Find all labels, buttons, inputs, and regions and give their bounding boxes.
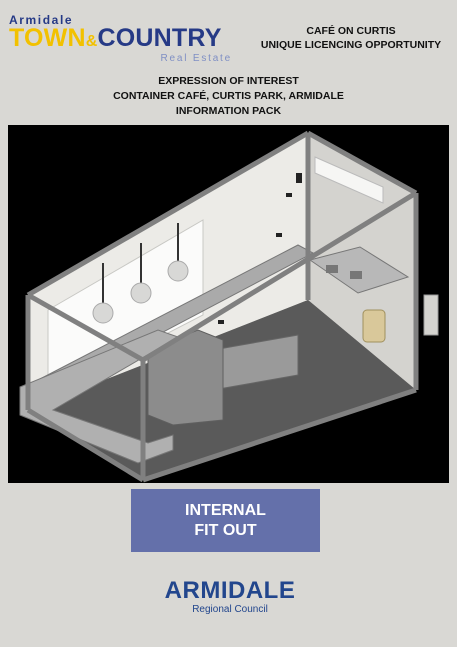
council-subtitle: Regional Council xyxy=(192,604,268,615)
section-banner: INTERNAL FIT OUT xyxy=(131,489,320,552)
section-banner-line1: INTERNAL xyxy=(185,501,266,519)
header-tagline-line2: UNIQUE LICENCING OPPORTUNITY xyxy=(260,39,442,51)
logo-country: COUNTRY xyxy=(97,24,222,52)
header-tagline: CAFÉ ON CURTIS UNIQUE LICENCING OPPORTUN… xyxy=(246,24,456,52)
sink-bench xyxy=(308,246,410,294)
logo-town-name: Armidale xyxy=(9,13,74,27)
armidale-council-logo: ARMIDALE Regional Council xyxy=(150,578,310,616)
document-title: EXPRESSION OF INTEREST CONTAINER CAFÉ, C… xyxy=(0,74,457,119)
document-title-line3: INFORMATION PACK xyxy=(175,105,282,117)
container-illustration xyxy=(8,125,449,483)
council-name: ARMIDALE xyxy=(164,577,296,604)
page-header: Armidale TOWN&COUNTRY Real Estate CAFÉ O… xyxy=(0,0,457,125)
container-fitout-render xyxy=(8,125,449,483)
section-banner-line2: FIT OUT xyxy=(194,521,257,539)
tall-unit xyxy=(147,329,224,426)
logo-ampersand: & xyxy=(85,33,98,50)
container-frame xyxy=(25,130,419,483)
sink-right xyxy=(350,271,362,279)
document-title-line2: CONTAINER CAFÉ, CURTIS PARK, ARMIDALE xyxy=(113,90,344,102)
side-cabinet xyxy=(423,294,439,336)
document-title-line1: EXPRESSION OF INTEREST xyxy=(158,75,299,87)
air-conditioner xyxy=(314,156,384,204)
logo-wordmark: TOWN&COUNTRY xyxy=(9,26,244,54)
logo-subtitle: Real Estate xyxy=(160,53,232,64)
sink-left xyxy=(326,265,338,273)
logo-town: TOWN xyxy=(9,24,86,52)
pendant-lights xyxy=(92,223,189,324)
town-and-country-logo: Armidale TOWN&COUNTRY Real Estate xyxy=(9,14,244,64)
waste-bin xyxy=(362,309,386,343)
header-tagline-line1: CAFÉ ON CURTIS xyxy=(306,25,396,37)
